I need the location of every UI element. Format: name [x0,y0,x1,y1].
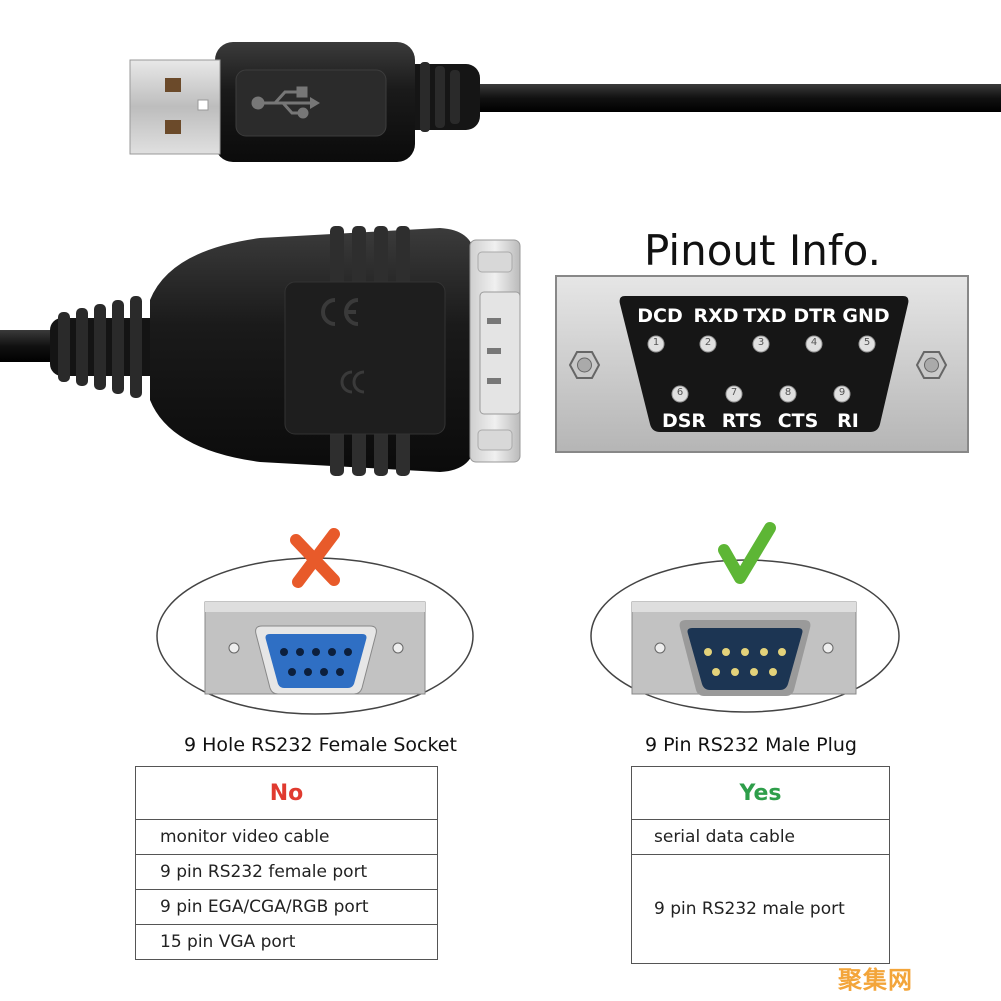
pin-number-1: 1 [652,337,660,348]
table-row: monitor video cable [135,819,438,855]
table-row: serial data cable [631,819,890,855]
watermark: 聚集网 [838,966,913,994]
table-row: 15 pin VGA port [135,924,438,960]
db9-adapter [0,226,521,476]
usb-connector [129,42,1001,162]
compatible-table: Yes serial data cable 9 pin RS232 male p… [631,766,890,964]
pin-number-8: 8 [784,387,792,398]
incompatible-table: No monitor video cable 9 pin RS232 femal… [135,766,438,960]
no-header: No [135,766,438,820]
male-plug-caption: 9 Pin RS232 Male Plug [645,734,857,756]
pin-label-gnd: GND [842,305,890,327]
pin-number-4: 4 [810,337,818,348]
female-socket-caption: 9 Hole RS232 Female Socket [184,734,457,756]
pin-number-6: 6 [676,387,684,398]
pin-label-dsr: DSR [661,410,707,432]
pin-label-rts: RTS [721,410,763,432]
pin-number-7: 7 [730,387,738,398]
table-row: 9 pin RS232 male port [631,854,890,964]
fcc-mark-icon [340,370,365,394]
pin-number-2: 2 [704,337,712,348]
pin-number-3: 3 [757,337,765,348]
hex-nut-icon [915,351,948,379]
table-row: 9 pin RS232 female port [135,854,438,890]
table-row: 9 pin EGA/CGA/RGB port [135,889,438,925]
check-mark-icon [718,522,776,584]
pin-label-dtr: DTR [793,305,837,327]
pinout-diagram [555,275,969,453]
yes-header: Yes [631,766,890,820]
pin-number-9: 9 [838,387,846,398]
pinout-title: Pinout Info. [644,226,881,275]
pin-label-ri: RI [837,410,859,432]
female-socket-illustration [156,557,474,715]
hex-nut-icon [568,351,601,379]
usb-icon [251,86,320,119]
pin-number-5: 5 [863,337,871,348]
pin-label-rxd: RXD [693,305,739,327]
pin-label-dcd: DCD [637,305,683,327]
cross-mark-icon [290,528,340,588]
ce-mark-icon [321,298,359,326]
pin-label-txd: TXD [743,305,787,327]
male-plug-illustration [590,559,900,713]
pin-label-cts: CTS [777,410,819,432]
